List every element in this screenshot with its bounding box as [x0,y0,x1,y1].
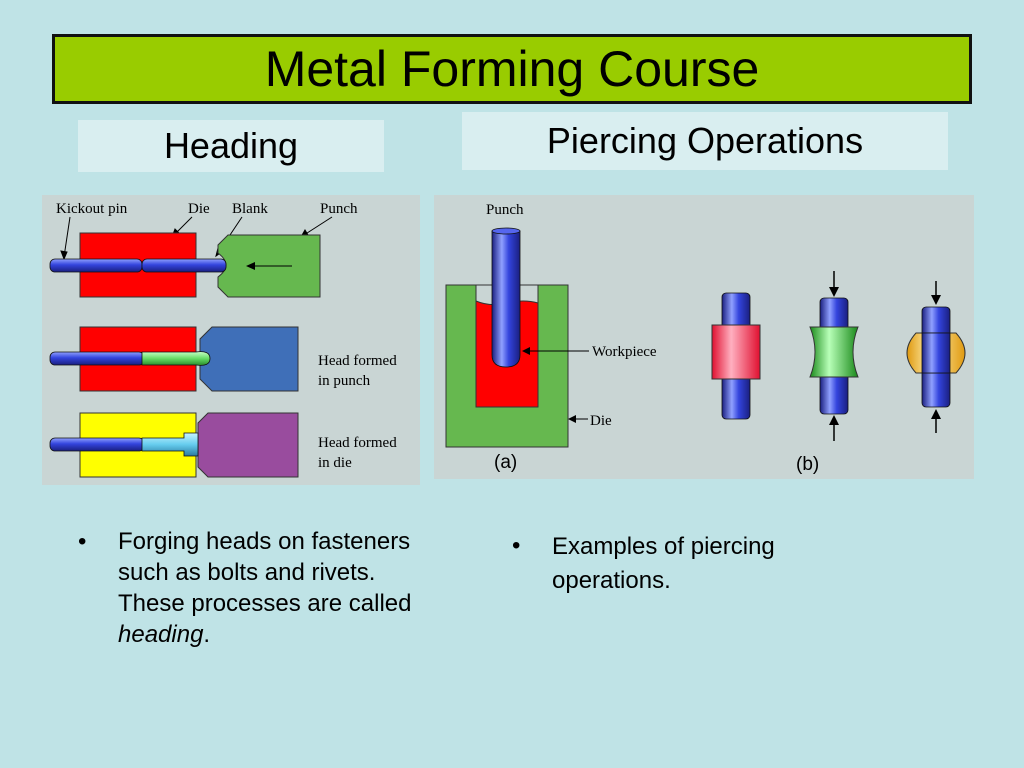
kickout-pin-row2 [49,351,145,366]
heading-label: Heading [163,125,299,166]
bullet-left-end: . [203,621,211,648]
arrowhead-down-b2 [829,287,839,297]
label-part-a: (a) [494,452,517,473]
label-workpiece: Workpiece [592,344,657,360]
label-head-die-1: Head formed [318,435,397,451]
blank-row1 [141,258,227,273]
die-arrowhead [568,415,576,423]
bullet-left-emphasis: heading [118,621,204,648]
workpiece-arrowhead [522,347,530,355]
label-head-punch-1: Head formed [318,353,397,369]
arrowhead-row1 [246,262,255,270]
kickout-pin-row3 [49,437,145,452]
rod-b3-mid [921,332,951,374]
piercing-label: Piercing Operations [546,120,864,161]
bullet-piercing: • Examples of piercing operations. [512,530,852,598]
label-die-a: Die [590,413,612,429]
label-punch-a: Punch [486,202,524,218]
label-head-die-2: in die [318,455,352,471]
punch-top-a [491,227,521,235]
arrowhead-down-b3 [931,295,941,305]
piercing-diagram-svg: Punch Workpiece Die (a) (b) [445,202,966,475]
bullet-heading: • Forging heads on fasteners such as bol… [78,526,438,650]
heading-diagram: Kickout pin Die Blank Punch Head formed … [42,195,420,485]
bullet-text-left: Forging heads on fasteners such as bolts… [118,526,438,650]
piercing-label-box: Piercing Operations [462,112,948,170]
piercing-diagram: Punch Workpiece Die (a) (b) [434,195,974,479]
label-kickout-pin: Kickout pin [56,201,128,217]
bullet-text-right: Examples of piercing operations. [552,533,775,594]
bullet-symbol-left: • [78,528,87,555]
label-die: Die [188,201,210,217]
headed-blank-row3 [141,432,199,457]
kickout-pin-row1 [49,258,143,273]
headed-blank-row2 [141,351,211,366]
title-banner: Metal Forming Course [52,34,972,104]
punch-a [491,230,521,368]
punch-row2 [199,326,299,392]
label-head-punch-2: in punch [318,373,371,389]
block-b1 [711,324,761,380]
bullet-symbol-right: • [512,532,521,559]
arrowhead-up-b2 [829,415,839,425]
label-punch: Punch [320,201,358,217]
bullet-left-main: Forging heads on fasteners such as bolts… [118,528,412,617]
block-b2 [809,326,859,378]
heading-label-box: Heading [78,120,384,172]
slide-title: Metal Forming Course [264,41,760,97]
label-blank: Blank [232,201,268,217]
punch-row3 [197,412,299,478]
heading-diagram-svg: Kickout pin Die Blank Punch Head formed … [49,201,397,478]
arrowhead-up-b3 [931,409,941,419]
label-part-b: (b) [796,454,819,475]
